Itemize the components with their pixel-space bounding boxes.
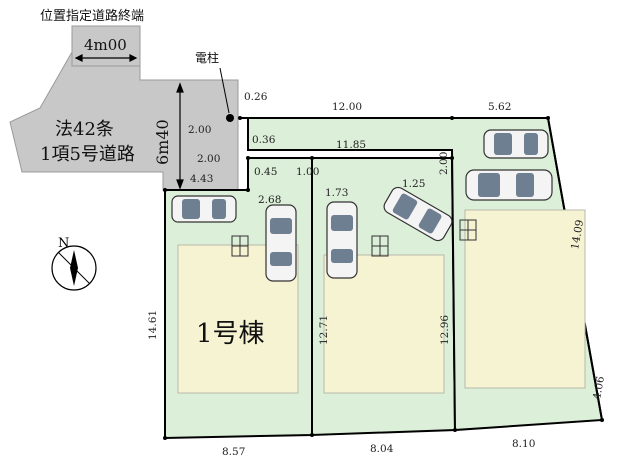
road-end-width-box xyxy=(71,25,141,67)
car-icon xyxy=(465,169,553,201)
dim-2.00-b: 2.00 xyxy=(197,153,220,165)
dim-2.00-a: 2.00 xyxy=(188,124,211,136)
dim-4.43: 4.43 xyxy=(190,173,213,185)
road-name-line1: 法42条 xyxy=(55,119,114,140)
car-icon xyxy=(326,201,358,279)
road-end-arrow xyxy=(74,54,138,62)
dim-4.06: 4.06 xyxy=(591,375,607,400)
car-icon xyxy=(383,186,453,242)
car-icon xyxy=(483,129,549,159)
compass-north-letter: N xyxy=(58,236,69,251)
dim-0.26: 0.26 xyxy=(244,91,268,103)
dim-8.10: 8.10 xyxy=(512,438,535,450)
car-icon xyxy=(265,204,297,282)
entrance-step-3 xyxy=(459,219,477,241)
road-name-line2: 1項5号道路 xyxy=(40,144,135,165)
dim-0.36: 0.36 xyxy=(252,134,276,146)
dim-12.00: 12.00 xyxy=(332,101,362,113)
north-compass-icon xyxy=(51,245,97,291)
dim-1.00: 1.00 xyxy=(296,166,319,178)
dim-1.25: 1.25 xyxy=(402,178,425,190)
utility-pole-leader xyxy=(219,67,230,114)
road-width-arrow xyxy=(176,82,184,190)
entrance-step-1 xyxy=(231,235,249,257)
dim-1.73: 1.73 xyxy=(325,187,348,199)
private-road xyxy=(9,51,239,191)
dim-0.45: 0.45 xyxy=(254,166,277,178)
building-label: 1号棟 xyxy=(196,319,265,349)
car-icon xyxy=(171,195,237,223)
entrance-step-2 xyxy=(371,235,389,257)
dim-5.62: 5.62 xyxy=(488,101,511,113)
utility-pole-icon xyxy=(226,114,234,122)
building-3 xyxy=(464,209,586,389)
dim-8.04: 8.04 xyxy=(370,443,394,455)
dim-14.09: 14.09 xyxy=(569,219,586,251)
dim-2.68: 2.68 xyxy=(258,194,281,206)
dim-8.57: 8.57 xyxy=(222,446,245,458)
road-end-width: 4m00 xyxy=(84,36,127,54)
dim-14.61: 14.61 xyxy=(147,310,159,340)
dim-12.96: 12.96 xyxy=(439,315,451,345)
road-end-label: 位置指定道路終端 xyxy=(40,8,144,24)
utility-pole-label: 電柱 xyxy=(195,50,219,65)
dim-11.85: 11.85 xyxy=(336,139,366,151)
dim-2.00-c: 2.00 xyxy=(438,152,450,175)
dim-12.71: 12.71 xyxy=(318,315,330,345)
road-width-label: 6m40 xyxy=(153,119,172,165)
